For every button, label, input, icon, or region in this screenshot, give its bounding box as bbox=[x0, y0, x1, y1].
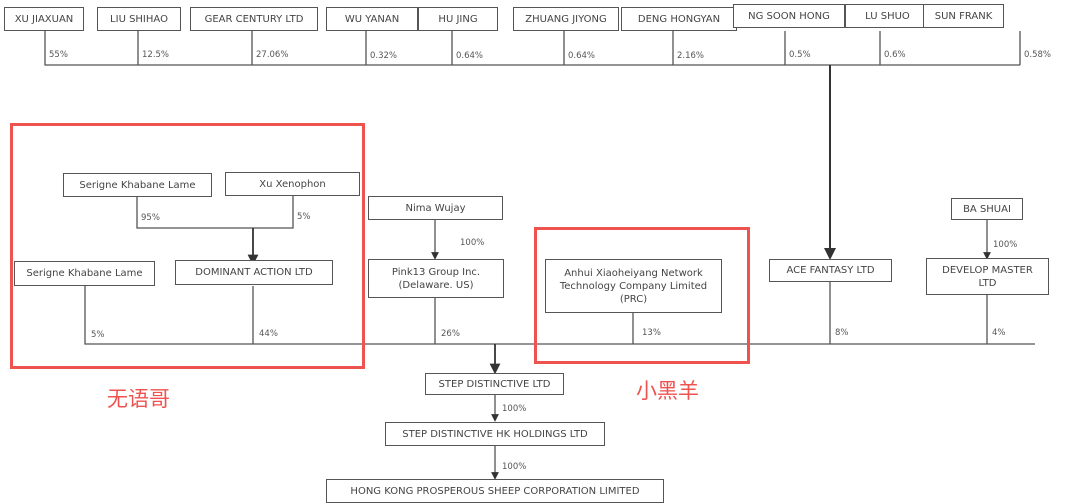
ownership-percentage: 5% bbox=[297, 212, 311, 222]
ba-shuai-box: BA SHUAI bbox=[951, 198, 1023, 220]
ownership-percentage: 0.64% bbox=[568, 51, 596, 61]
ownership-percentage: 100% bbox=[460, 238, 485, 248]
ownership-percentage: 0.58% bbox=[1024, 50, 1052, 60]
hong-kong-prosperous-sheep-box: HONG KONG PROSPEROUS SHEEP CORPORATION L… bbox=[326, 479, 664, 503]
ace-fantasy-box: ACE FANTASY LTD bbox=[769, 259, 892, 282]
ownership-percentage: 100% bbox=[502, 404, 527, 414]
ownership-percentage: 0.6% bbox=[884, 50, 906, 60]
highlight-box-wuyuge bbox=[10, 123, 365, 369]
shareholder-box: WU YANAN bbox=[326, 7, 418, 31]
step-distinctive-box: STEP DISTINCTIVE LTD bbox=[425, 373, 564, 395]
shareholder-box: DENG HONGYAN bbox=[621, 7, 737, 31]
ownership-percentage: 5% bbox=[91, 330, 105, 340]
dominant-action-box: DOMINANT ACTION LTD bbox=[175, 260, 333, 285]
shareholder-box: SUN FRANK bbox=[923, 4, 1004, 28]
ownership-percentage: 26% bbox=[441, 329, 460, 339]
annotation-xiaoheiyang: 小黑羊 bbox=[636, 379, 699, 403]
shareholder-box: ZHUANG JIYONG bbox=[513, 7, 619, 31]
shareholder-box: LIU SHIHAO bbox=[97, 7, 181, 31]
shareholder-box: HU JING bbox=[418, 7, 498, 31]
shareholder-box: NG SOON HONG bbox=[733, 4, 845, 28]
ownership-percentage: 44% bbox=[259, 329, 278, 339]
ownership-percentage: 0.64% bbox=[456, 51, 484, 61]
step-distinctive-hk-box: STEP DISTINCTIVE HK HOLDINGS LTD bbox=[385, 422, 605, 446]
ownership-percentage: 4% bbox=[992, 328, 1006, 338]
ownership-percentage: 95% bbox=[141, 213, 160, 223]
ownership-percentage: 100% bbox=[502, 462, 527, 472]
nima-wujay-box: Nima Wujay bbox=[368, 196, 503, 220]
ownership-percentage: 0.32% bbox=[370, 51, 398, 61]
highlight-box-xiaoheiyang bbox=[534, 227, 750, 364]
anhui-xiaoheiyang-box: Anhui Xiaoheiyang Network Technology Com… bbox=[545, 259, 722, 313]
ownership-percentage: 27.06% bbox=[256, 50, 289, 60]
shareholder-box: XU JIAXUAN bbox=[4, 7, 84, 31]
ownership-percentage: 2.16% bbox=[677, 51, 705, 61]
annotation-wuyuge: 无语哥 bbox=[107, 387, 170, 411]
serigne-khabane-lame-box: Serigne Khabane Lame bbox=[63, 173, 212, 197]
ownership-percentage: 12.5% bbox=[142, 50, 170, 60]
develop-master-box: DEVELOP MASTER LTD bbox=[926, 258, 1049, 295]
ownership-percentage: 100% bbox=[993, 240, 1018, 250]
xu-xenophon-box: Xu Xenophon bbox=[225, 172, 360, 196]
ownership-percentage: 55% bbox=[49, 50, 68, 60]
ownership-percentage: 8% bbox=[835, 328, 849, 338]
shareholder-box: LU SHUO bbox=[845, 4, 930, 28]
shareholder-box: GEAR CENTURY LTD bbox=[190, 7, 318, 31]
serigne-khabane-lame-direct-box: Serigne Khabane Lame bbox=[14, 261, 155, 286]
pink13-group-box: Pink13 Group Inc. (Delaware. US) bbox=[368, 259, 504, 298]
ownership-percentage: 13% bbox=[642, 328, 661, 338]
ownership-percentage: 0.5% bbox=[789, 50, 811, 60]
